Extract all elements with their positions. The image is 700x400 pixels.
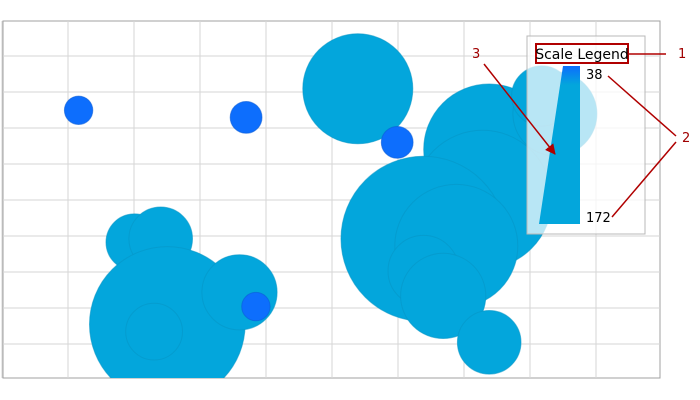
legend-title-highlight <box>535 43 629 64</box>
callout-label-1: 1 <box>678 47 686 62</box>
callout-label-2: 2 <box>682 131 690 146</box>
bubble <box>201 254 278 331</box>
callout-line-2b <box>611 141 677 218</box>
legend-min-label: 172 <box>586 211 611 226</box>
callout-label-3: 3 <box>472 47 480 62</box>
callout-line-2a <box>607 75 677 137</box>
legend-title: Scale Legend <box>535 47 629 63</box>
bubble <box>302 33 414 145</box>
legend-scale-wedge <box>539 66 580 224</box>
bubble-highlight <box>241 291 271 322</box>
bubble <box>456 310 522 375</box>
bubble-highlight <box>229 101 263 134</box>
bubble <box>125 302 184 361</box>
legend-max-label: 38 <box>586 68 603 83</box>
bubble-highlight <box>380 125 414 159</box>
callouts: 1 2 3 <box>472 47 690 218</box>
bubble-layer <box>63 33 598 378</box>
scale-legend: Scale Legend 38 172 <box>526 35 646 235</box>
bubble <box>400 252 487 339</box>
bubble-highlight <box>63 95 94 126</box>
callout-arrow-3 <box>483 63 556 155</box>
